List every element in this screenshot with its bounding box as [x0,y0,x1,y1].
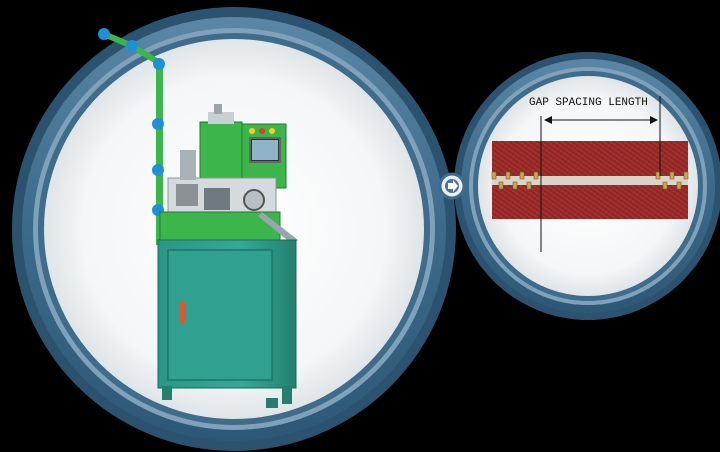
zipper-sample: GAP SPACING LENGTH [491,96,689,252]
arrow-right-icon[interactable] [438,172,466,200]
zipper-teeth-left [491,171,539,190]
thread-guide-arm [98,28,165,245]
zipper-machine [98,28,298,408]
gap-spacing-label: GAP SPACING LENGTH [529,97,648,109]
zipper-teeth-right [655,171,689,190]
